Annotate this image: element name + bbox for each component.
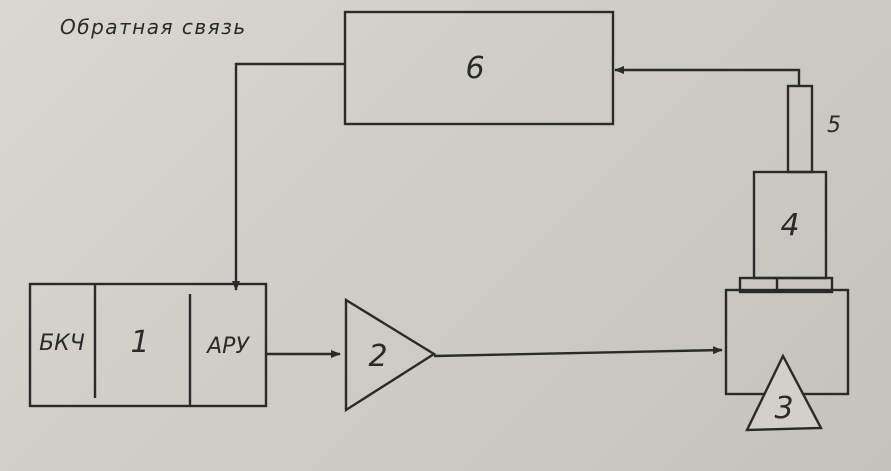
block-aru-label: АРУ (205, 334, 250, 359)
transducer-3-label: 3 (774, 391, 793, 426)
sensor-5 (786, 84, 814, 174)
block-6 (343, 10, 615, 126)
control-unit (28, 282, 268, 408)
block-4-label: 4 (780, 208, 799, 243)
sensor-5-label: 5 (827, 113, 841, 138)
block-1-label: 1 (130, 325, 149, 360)
amplifier-2-label: 2 (368, 339, 387, 374)
amplifier-2 (344, 297, 437, 413)
block-bkch-label: БКЧ (39, 331, 85, 356)
block-6-label: 6 (465, 51, 484, 86)
feedback-line (232, 62, 345, 291)
feedback-caption: Обратная связь (60, 15, 247, 39)
transducer-3 (745, 353, 823, 432)
line-amplifier-to-transducer (433, 346, 723, 358)
sensor-return-line (614, 66, 801, 86)
